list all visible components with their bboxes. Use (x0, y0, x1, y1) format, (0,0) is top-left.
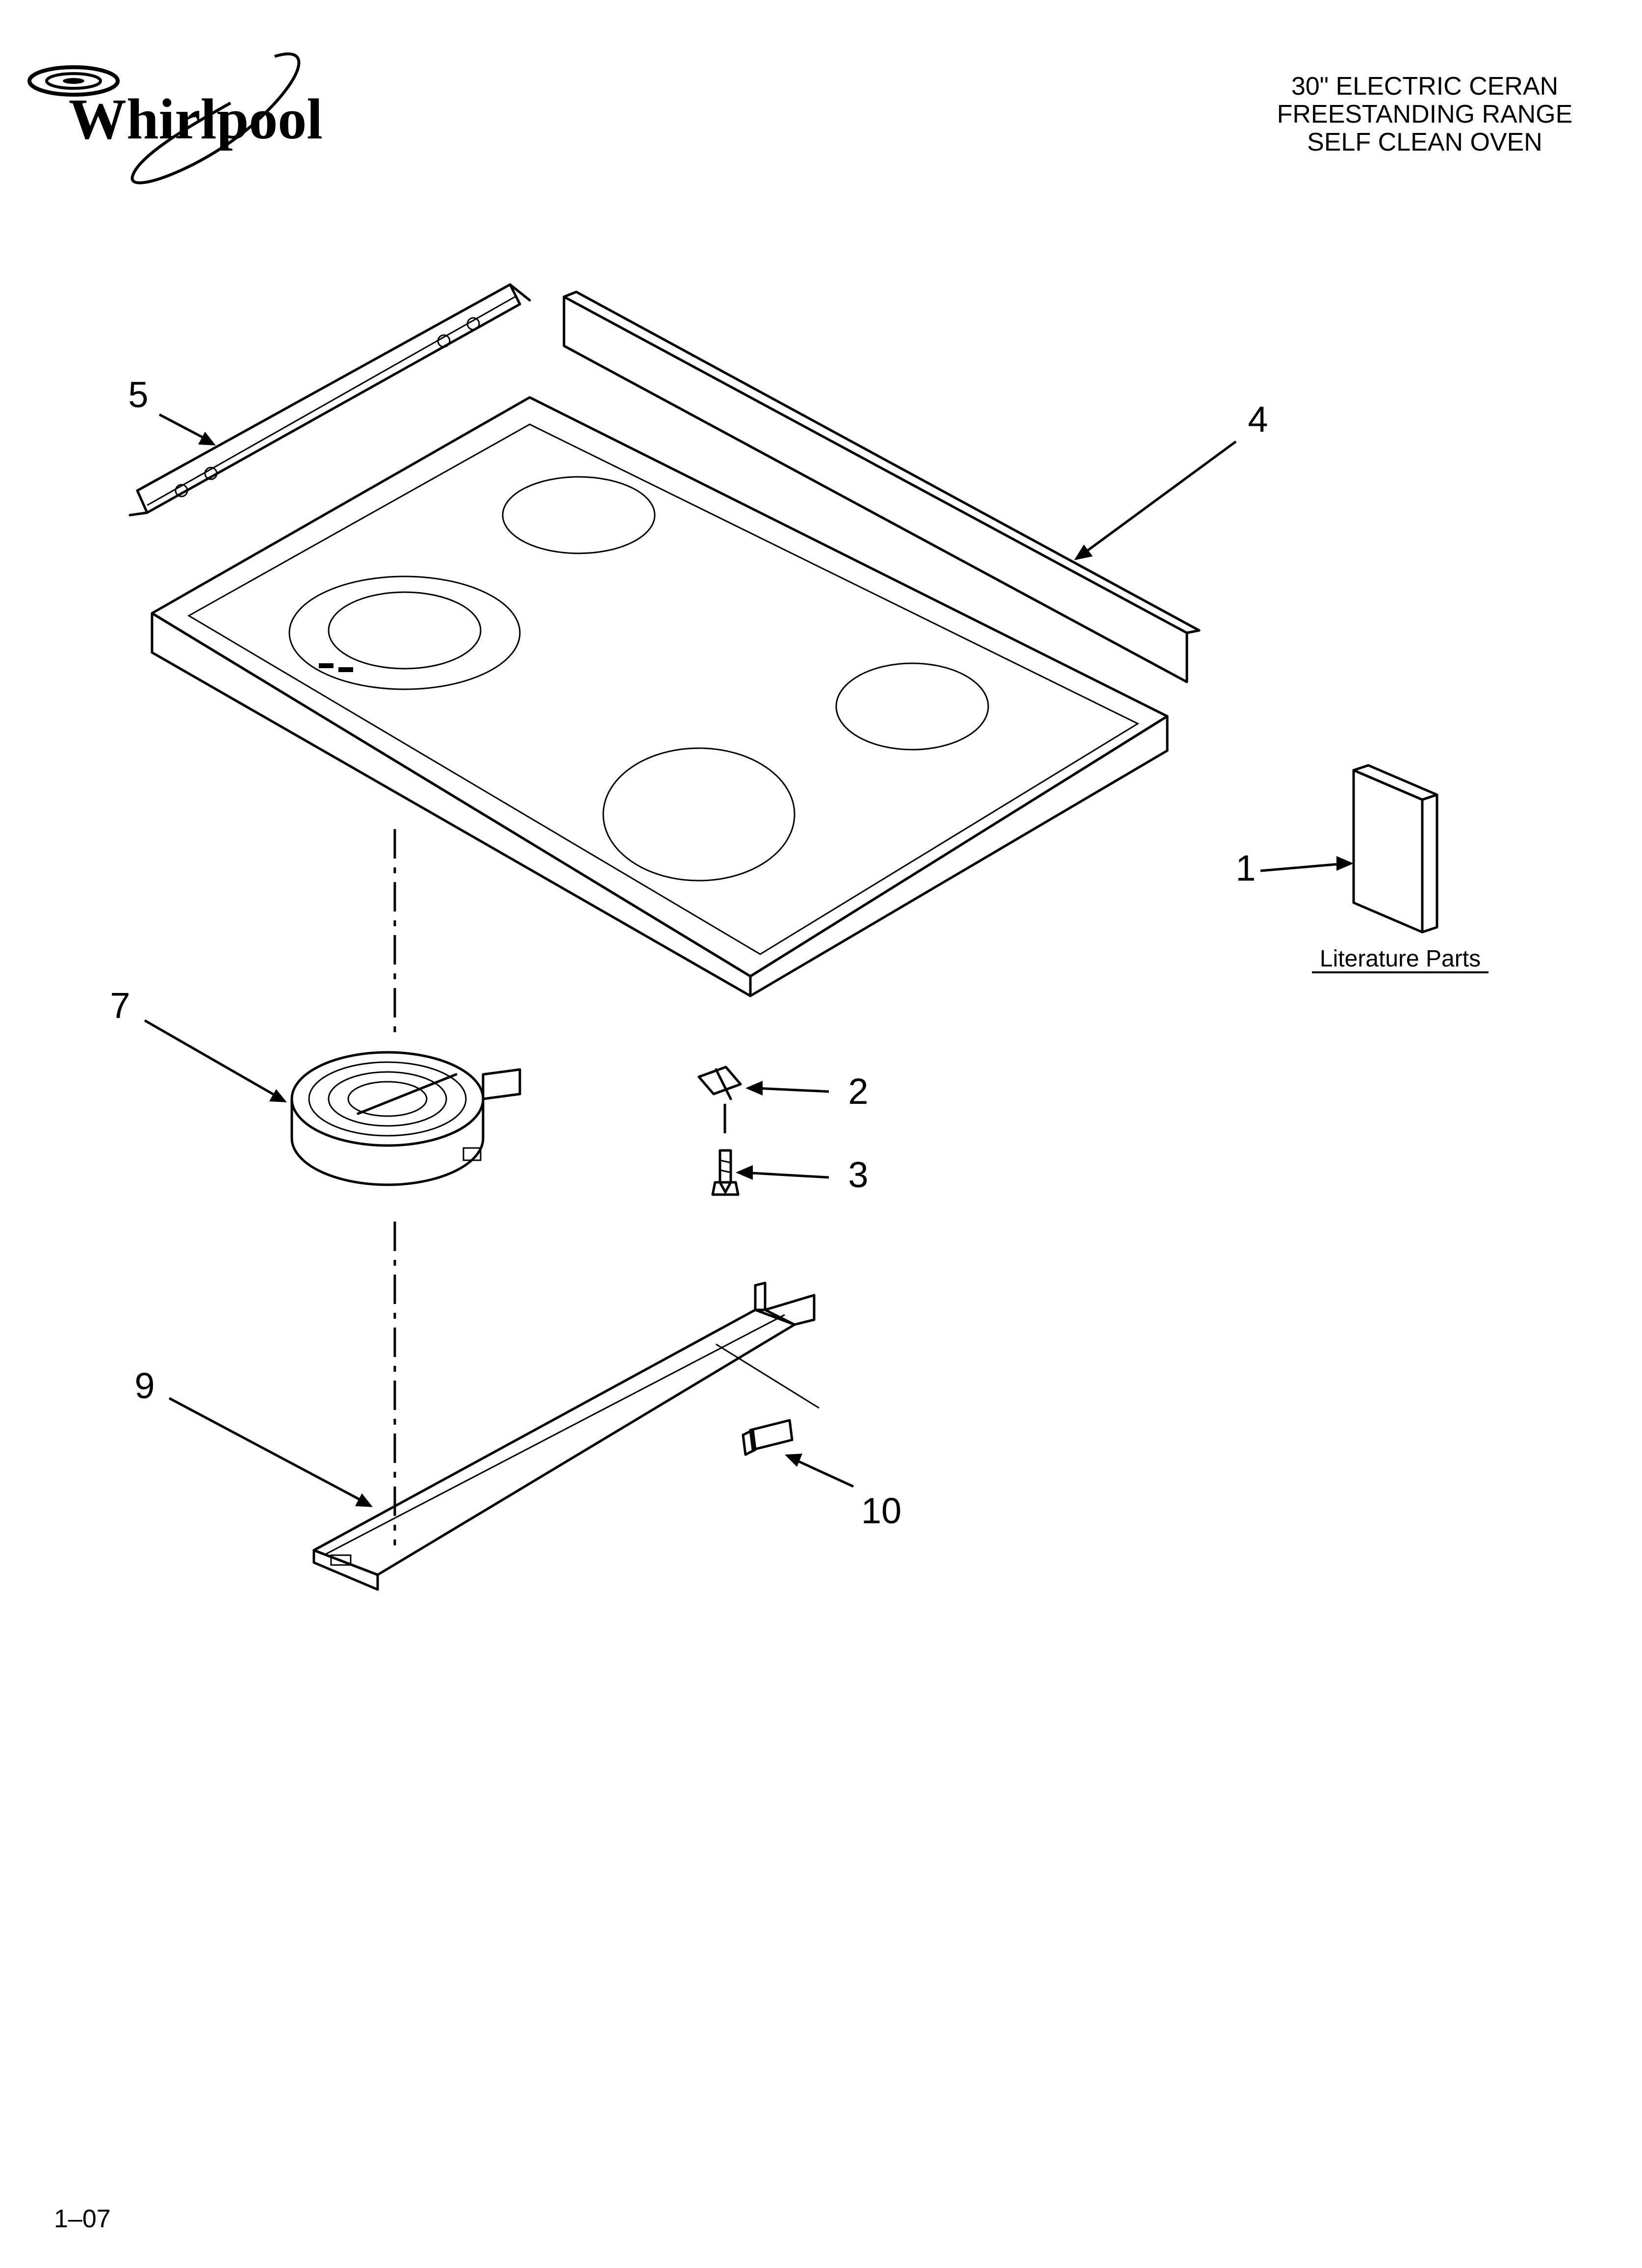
callout-3: 3 (848, 1154, 868, 1195)
screw-drawing (711, 1149, 740, 1196)
callout-1: 1 (1235, 848, 1256, 888)
callout-4: 4 (1248, 399, 1268, 440)
callout-9: 9 (134, 1365, 154, 1406)
callout-leaders (144, 413, 1354, 1507)
literature-parts-label: Literature Parts (1320, 946, 1481, 972)
callout-2: 2 (848, 1071, 868, 1112)
cooktop-drawing (151, 290, 1201, 997)
callout-10: 10 (861, 1490, 901, 1531)
literature-parts-drawing: Literature Parts (1312, 764, 1488, 973)
whirlpool-logo: Whirlpool (27, 52, 323, 184)
callout-numbers: 1 2 3 4 5 7 9 10 (110, 374, 1268, 1531)
title-block: 30" ELECTRIC CERAN FREESTANDING RANGE SE… (1277, 72, 1573, 156)
clip-drawing (697, 1066, 742, 1138)
bracket-screw-drawing (742, 1419, 794, 1456)
page-number: 1–07 (54, 2205, 111, 2233)
callout-5: 5 (128, 374, 148, 415)
radiant-element-drawing (290, 1051, 521, 1186)
brand-wordmark: Whirlpool (69, 87, 323, 151)
title-line-1: 30" ELECTRIC CERAN (1291, 72, 1558, 101)
title-line-3: SELF CLEAN OVEN (1307, 128, 1542, 156)
callout-7: 7 (110, 985, 130, 1026)
rear-trim-bracket-drawing (128, 283, 531, 517)
support-bracket-drawing (312, 1281, 820, 1591)
title-line-2: FREESTANDING RANGE (1277, 100, 1573, 129)
